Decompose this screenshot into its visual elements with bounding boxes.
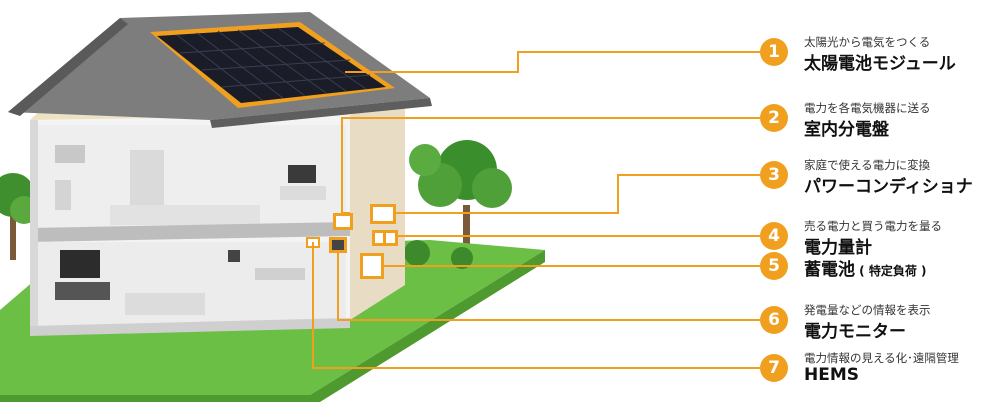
item-name: 電力モニター [804, 322, 906, 342]
item-description: 太陽光から電気をつくる [804, 35, 931, 49]
item-name: HEMS [804, 365, 860, 385]
number-badge-5: 5 [760, 252, 788, 280]
number-badge-1: 1 [760, 38, 788, 66]
item-name: 蓄電池 ( 特定負荷 ) [804, 260, 927, 280]
item-description: 家庭で使える電力に変換 [804, 158, 931, 172]
item-note: ( 特定負荷 ) [855, 264, 927, 278]
number-badge-7: 7 [760, 354, 788, 382]
number-badge-3: 3 [760, 161, 788, 189]
power-conditioner [370, 204, 398, 246]
item-description: 売る電力と買う電力を量る [804, 219, 942, 233]
item-name: 電力量計 [804, 238, 872, 258]
number-badge-4: 4 [760, 222, 788, 250]
storage-battery [360, 253, 384, 279]
number-badge-2: 2 [760, 104, 788, 132]
item-name: パワーコンディショナ [804, 177, 973, 197]
item-description: 電力情報の見える化･遠隔管理 [804, 351, 959, 365]
item-description: 電力を各電気機器に送る [804, 101, 931, 115]
tree-right [409, 140, 512, 265]
number-badge-6: 6 [760, 306, 788, 334]
item-name: 室内分電盤 [804, 120, 889, 140]
bush [404, 240, 430, 266]
distribution-board [333, 213, 353, 230]
item-name: 太陽電池モジュール [804, 54, 956, 74]
item-description: 発電量などの情報を表示 [804, 303, 931, 317]
